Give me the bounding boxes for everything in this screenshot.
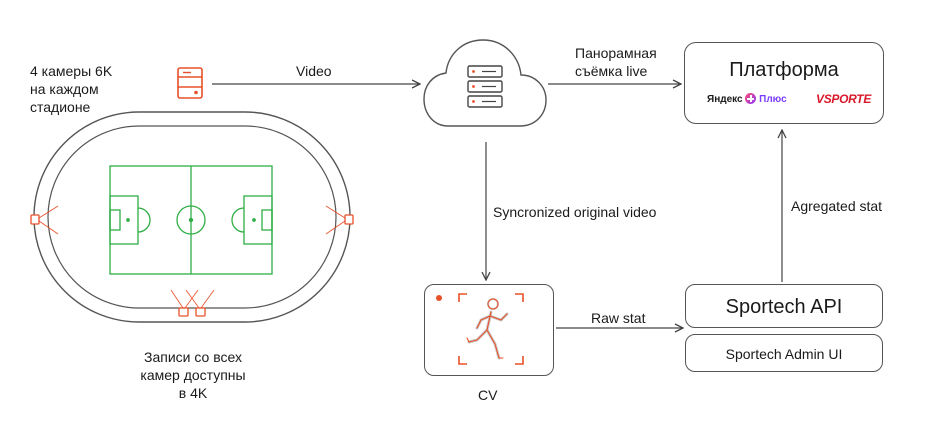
edge-label-agg-stat: Agregated stat — [791, 198, 883, 214]
cameras-label: 4 камеры 6K на каждом стадионе — [30, 63, 113, 115]
stadium-diagram — [30, 111, 354, 323]
logo-vsporte: VSPORTE — [816, 92, 872, 106]
camera-left-icon — [30, 205, 59, 235]
camera-right-icon — [325, 205, 354, 235]
cv-label: CV — [478, 387, 498, 403]
football-pitch — [109, 165, 273, 275]
sportech-admin-title: Sportech Admin UI — [725, 346, 843, 362]
cloud-server-icon — [423, 39, 547, 127]
edge-label-video: Video — [296, 63, 332, 79]
camera-bottom-pair-icon — [170, 289, 215, 317]
plus-icon — [745, 93, 757, 104]
recorder-device-icon — [177, 67, 203, 99]
records-label: Записи со всех камер доступны в 4K — [140, 349, 246, 401]
edge-label-raw-stat: Raw stat — [591, 310, 646, 326]
sportech-admin-box: Sportech Admin UI — [685, 334, 883, 372]
recording-dot-icon — [436, 295, 442, 301]
logo-yandex-plus: Яндекс Плюс — [707, 93, 787, 105]
sportech-api-title: Sportech API — [725, 296, 843, 318]
platform-title: Платформа — [729, 59, 839, 81]
edge-label-panorama: Панорамная съёмка live — [575, 45, 657, 79]
server-rack-icon — [467, 65, 503, 108]
edge-label-sync: Syncronized original video — [493, 204, 657, 220]
runner-icon — [458, 293, 524, 365]
platform-box: Платформа Яндекс Плюс VSPORTE — [684, 42, 884, 124]
sportech-api-box: Sportech API — [685, 284, 883, 328]
cv-box — [424, 284, 554, 376]
stadium-inner-track — [47, 125, 337, 309]
